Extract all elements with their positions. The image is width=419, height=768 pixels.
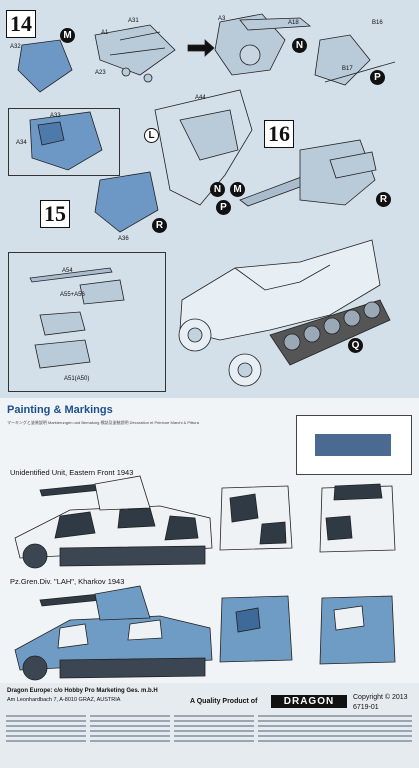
- part-label: A36: [118, 236, 129, 242]
- part-label: A55+A56: [60, 292, 85, 298]
- part-label: A18: [288, 20, 299, 26]
- gun-assembly-inset: [8, 252, 166, 392]
- footer-text-column: [174, 712, 254, 762]
- painting-languages: マーキングと塗装説明 Markierungen und Bemalung 標誌及…: [7, 420, 199, 425]
- marker-r-badge-2: R: [376, 192, 391, 207]
- scheme-2-caption: Pz.Gren.Div. "LAH", Kharkov 1943: [10, 577, 125, 586]
- quality-label: A Quality Product of: [190, 698, 258, 705]
- part-label: A51(A50): [64, 376, 90, 382]
- decal-panel: [315, 434, 391, 456]
- part-label: A32: [10, 44, 21, 50]
- part-label: A1: [101, 30, 109, 36]
- footer-text-column: [258, 712, 338, 762]
- product-code: 6719-01: [353, 704, 379, 711]
- company-address: Am Leonhardbach 7, A-8010 GRAZ, AUSTRIA: [7, 697, 121, 703]
- painting-title: Painting & Markings: [7, 404, 113, 416]
- marker-m-badge: M: [60, 28, 75, 43]
- camouflage-profiles: [14, 475, 396, 681]
- assembly-drawings: [17, 13, 396, 387]
- step-number-15: 15: [40, 200, 70, 228]
- footer-text-column: [338, 712, 412, 762]
- dragon-logo: DRAGON: [271, 695, 347, 708]
- marker-p-badge-2: P: [216, 200, 231, 215]
- marker-m-badge-2: M: [230, 182, 245, 197]
- footer-text-column: [90, 712, 170, 762]
- part-label: B17: [342, 66, 353, 72]
- company-name: Dragon Europe: c/o Hobby Pro Marketing G…: [7, 688, 158, 694]
- part-label: A34: [16, 140, 27, 146]
- marker-q-badge: Q: [348, 338, 363, 353]
- scheme-1-caption: Unidentified Unit, Eastern Front 1943: [10, 468, 134, 477]
- marker-n-badge: N: [292, 38, 307, 53]
- decal-sheet: [296, 415, 412, 475]
- step-number-16: 16: [264, 120, 294, 148]
- copyright-text: Copyright © 2013: [353, 694, 408, 701]
- assembly-area: 14 16 15 M N P L N M P R R Q A32 A1 A31 …: [6, 10, 396, 392]
- part-label: B16: [372, 20, 383, 26]
- marker-l-badge: L: [144, 128, 159, 143]
- part-label: A3: [218, 16, 226, 22]
- shield-assembly-inset: [8, 108, 120, 176]
- part-label: A23: [95, 70, 106, 76]
- marker-p-badge: P: [370, 70, 385, 85]
- part-label: A44: [195, 95, 206, 101]
- part-label: A54: [62, 268, 73, 274]
- part-label: A31: [128, 18, 139, 24]
- step-number-14: 14: [6, 10, 36, 38]
- footer-text-column: [6, 712, 86, 762]
- marker-r-badge: R: [152, 218, 167, 233]
- marker-n-badge-2: N: [210, 182, 225, 197]
- part-label: A33: [50, 113, 61, 119]
